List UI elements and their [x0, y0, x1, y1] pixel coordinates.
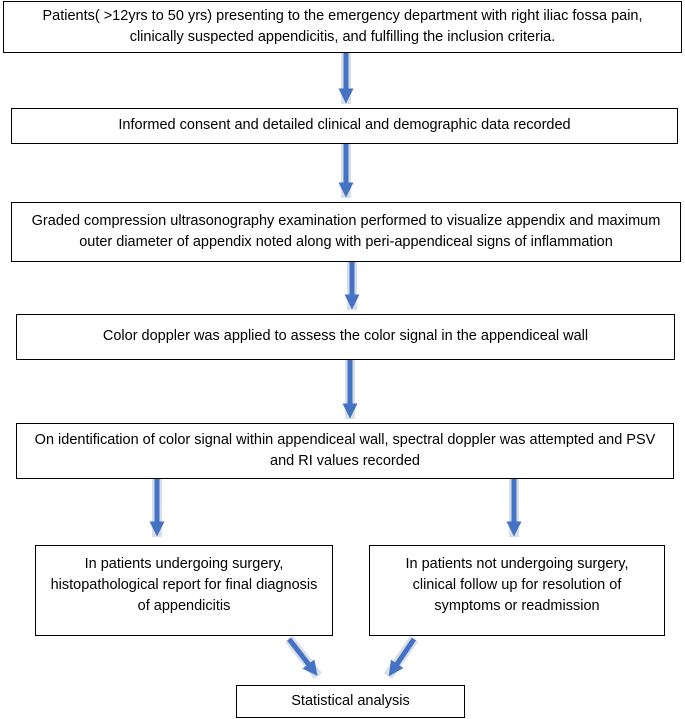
branch-no-surgery-line-2: clinical follow up for resolution of	[412, 577, 622, 594]
branch-no-surgery-box: In patients not undergoing surgery, clin…	[369, 545, 665, 636]
step-1-line-1: Patients( >12yrs to 50 yrs) presenting t…	[42, 7, 643, 24]
step-2-box: Informed consent and detailed clinical a…	[11, 108, 678, 144]
step-5-box: On identification of color signal within…	[16, 423, 674, 479]
branch-no-surgery-line-1: In patients not undergoing surgery,	[405, 556, 629, 572]
final-box: Statistical analysis	[236, 685, 465, 718]
step-2-line-1: Informed consent and detailed clinical a…	[118, 117, 571, 134]
step-3-box: Graded compression ultrasonography exami…	[11, 202, 681, 262]
step-4-box: Color doppler was applied to assess the …	[16, 314, 675, 360]
final-line-1: Statistical analysis	[291, 692, 410, 709]
branch-no-surgery-line-3: symptoms or readmission	[434, 598, 600, 615]
arrow-branch-right-to-final	[383, 636, 419, 679]
step-5-line-1: On identification of color signal within…	[34, 431, 656, 448]
branch-surgery-line-1: In patients undergoing surgery,	[84, 556, 284, 572]
step-3-line-1: Graded compression ultrasonography exami…	[31, 212, 661, 229]
branch-surgery-line-2: histopathological report for final diagn…	[50, 577, 318, 594]
step-1-line-2: clinically suspected appendicitis, and f…	[129, 29, 556, 45]
step-5-line-2: and RI values recorded	[270, 453, 420, 469]
step-1-box: Patients( >12yrs to 50 yrs) presenting t…	[3, 1, 682, 53]
branch-surgery-line-3: of appendicitis	[137, 598, 231, 615]
step-3-line-2: outer diameter of appendix noted along w…	[79, 234, 613, 250]
step-4-line-1: Color doppler was applied to assess the …	[102, 328, 589, 345]
arrow-branch-left-to-final	[285, 635, 322, 680]
branch-surgery-box: In patients undergoing surgery, histopat…	[35, 545, 333, 636]
